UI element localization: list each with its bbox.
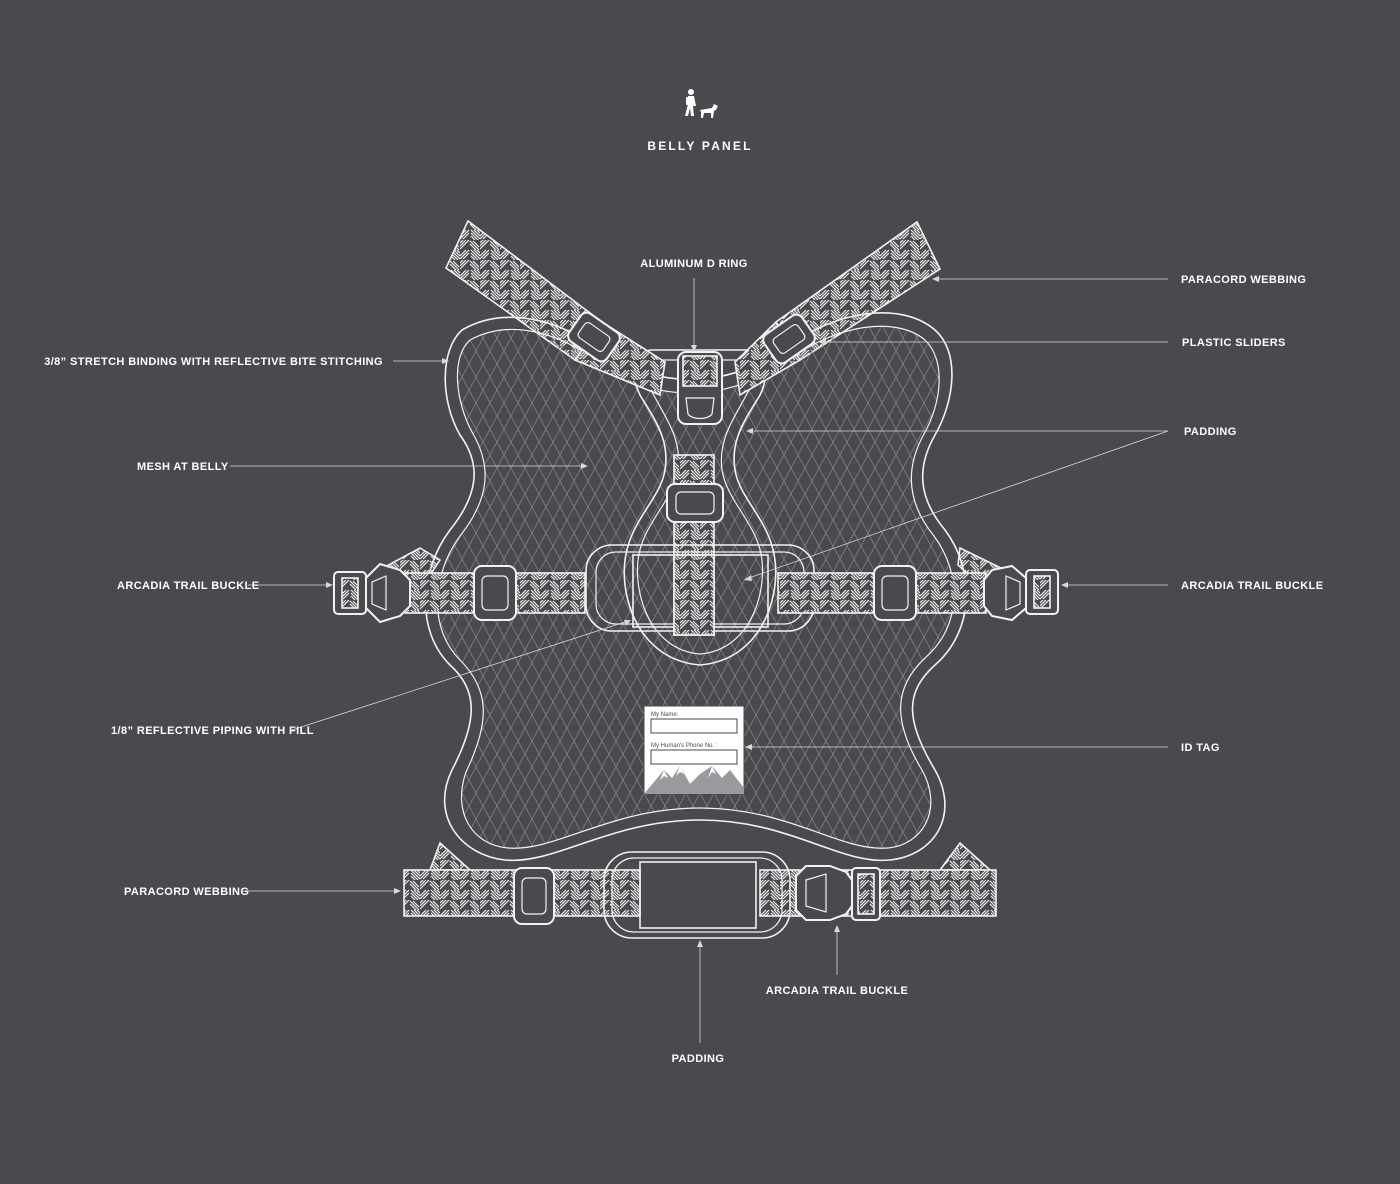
- label-padding-bottom: PADDING: [672, 1053, 725, 1065]
- plastic-slider-right: [762, 313, 816, 365]
- label-aluminum-d-ring: ALUMINUM D RING: [640, 258, 747, 270]
- chest-piping: [636, 359, 764, 655]
- page-title: BELLY PANEL: [647, 139, 752, 153]
- buckle-bottom: [795, 865, 881, 921]
- chest-slider-left: [473, 565, 517, 621]
- belly-strap-left-wing: [428, 841, 473, 871]
- belly-strap-right-wing: [938, 841, 993, 871]
- label-paracord-webbing-top: PARACORD WEBBING: [1181, 274, 1306, 286]
- plastic-slider-left: [567, 311, 621, 363]
- belly-slider: [513, 867, 555, 925]
- id-tag: My Name: My Human's Phone No. :: [643, 705, 745, 795]
- aluminum-d-ring: [677, 351, 723, 425]
- label-mesh-at-belly: MESH AT BELLY: [137, 461, 229, 473]
- belly-panel-outline: [424, 312, 968, 862]
- id-tag-phone-label: My Human's Phone No. :: [651, 743, 718, 749]
- hiker-with-dog-icon: [685, 89, 718, 118]
- chest-plate: [623, 349, 777, 666]
- belly-padding: [603, 851, 791, 939]
- id-tag-name-label: My Name:: [651, 712, 679, 718]
- label-buckle-bottom: ARCADIA TRAIL BUCKLE: [766, 985, 908, 997]
- center-slider: [666, 483, 724, 523]
- label-reflective-piping: 1/8” REFLECTIVE PIPING WITH FILL: [111, 725, 314, 737]
- mountains-icon: [644, 766, 744, 794]
- callout-arrowheads: [326, 276, 1068, 947]
- label-stretch-binding: 3/8” STRETCH BINDING WITH REFLECTIVE BIT…: [44, 356, 383, 368]
- chest-slider-right: [873, 565, 917, 621]
- label-id-tag: ID TAG: [1181, 742, 1220, 754]
- label-padding-right: PADDING: [1184, 426, 1237, 438]
- label-buckle-right: ARCADIA TRAIL BUCKLE: [1181, 580, 1323, 592]
- label-paracord-webbing-bottom: PARACORD WEBBING: [124, 886, 249, 898]
- buckle-left: [333, 562, 411, 624]
- callout-lines: [230, 278, 1169, 1043]
- label-buckle-left: ARCADIA TRAIL BUCKLE: [117, 580, 259, 592]
- label-plastic-sliders: PLASTIC SLIDERS: [1182, 337, 1286, 349]
- buckle-right: [983, 564, 1059, 622]
